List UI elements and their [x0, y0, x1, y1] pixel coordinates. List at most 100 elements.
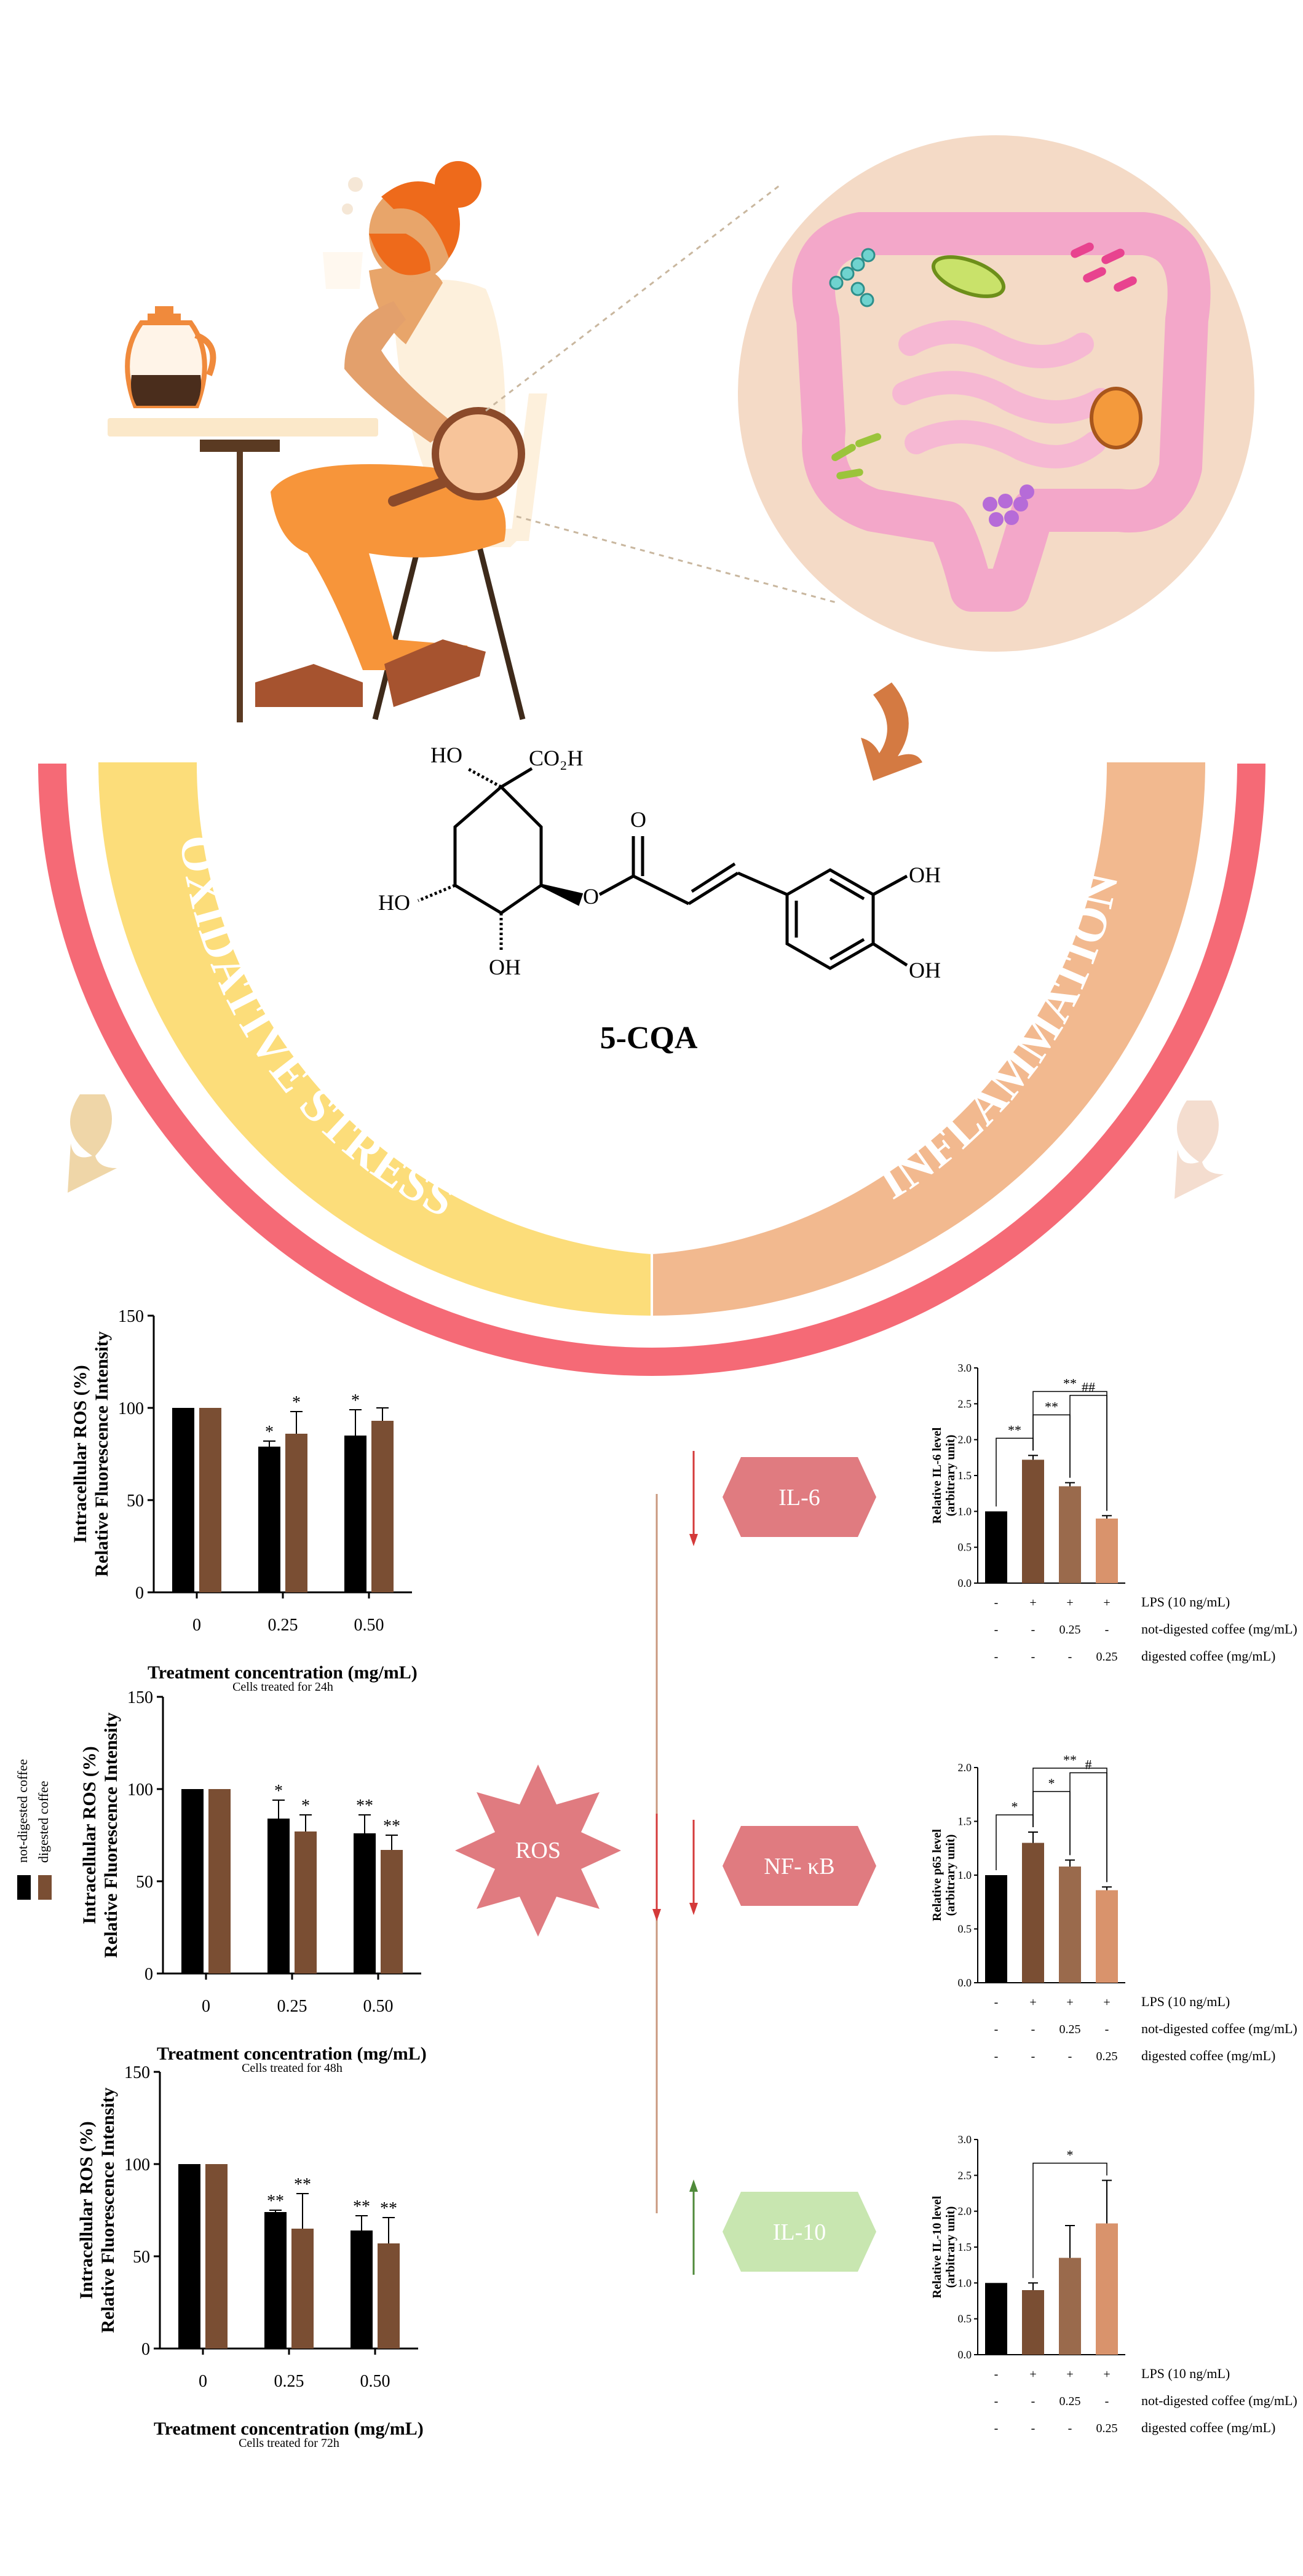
marker-il6: IL-6 — [689, 1451, 876, 1546]
y-tick-label: 150 — [118, 1307, 144, 1326]
inflammation-band — [652, 762, 1205, 1316]
condition-value: - — [1105, 2395, 1109, 2408]
bar — [985, 2283, 1007, 2355]
y-axis-label: Relative p65 level — [930, 1829, 944, 1921]
condition-label: digested coffee (mg/mL) — [1141, 2048, 1275, 2063]
significance-label: * — [274, 1782, 283, 1801]
table-leg — [237, 452, 243, 722]
condition-value: 0.25 — [1096, 2050, 1118, 2063]
atom-label: OH — [909, 863, 941, 887]
significance-label: ## — [1082, 1380, 1095, 1395]
y-tick-label: 1.0 — [958, 1505, 972, 1517]
y-axis-label: Intracellular ROS (%) — [79, 1746, 100, 1924]
marker-il10: IL-10 — [689, 2179, 876, 2275]
y-tick-label: 0 — [145, 1965, 153, 1984]
hair-bun — [435, 161, 481, 208]
significance-label: ** — [383, 1817, 400, 1836]
y-tick-label: 0.0 — [958, 1577, 972, 1589]
condition-label: LPS (10 ng/mL) — [1141, 2366, 1230, 2381]
table-top — [108, 418, 378, 437]
x-axis-label: Treatment concentration (mg/mL) — [157, 2044, 427, 2064]
y-tick-label: 100 — [118, 1399, 144, 1418]
legend-label: not-digested coffee — [15, 1759, 30, 1863]
condition-label: LPS (10 ng/mL) — [1141, 1994, 1230, 2009]
y-tick-label: 150 — [124, 2063, 150, 2082]
condition-value: - — [1031, 2050, 1036, 2063]
condition-value: 0.25 — [1096, 2422, 1118, 2435]
molecule-name: 5-CQA — [600, 1021, 698, 1056]
condition-value: 0.25 — [1059, 1623, 1081, 1637]
condition-value: - — [1031, 2422, 1036, 2435]
arc-band — [35, 761, 1269, 1378]
y-tick-label: 2.0 — [958, 2205, 972, 2218]
marker-label: NF- κB — [764, 1854, 834, 1879]
pants — [271, 464, 506, 670]
beard — [369, 234, 430, 275]
legend: not-digested coffee digested coffee — [15, 1759, 52, 1900]
y-axis-label: (arbitrary unit) — [944, 2207, 957, 2288]
condition-label: not-digested coffee (mg/mL) — [1141, 2393, 1297, 2408]
bar — [258, 1447, 280, 1592]
bar — [208, 1789, 231, 1973]
chair-back — [510, 393, 547, 541]
condition-label: not-digested coffee (mg/mL) — [1141, 1621, 1297, 1637]
chair-leg — [372, 546, 421, 721]
bar — [199, 1408, 221, 1592]
x-axis-label: Treatment concentration (mg/mL) — [154, 2419, 424, 2439]
atom-label: HO — [430, 743, 462, 767]
x-tick-label: 0 — [199, 2372, 207, 2391]
atom-label: HO — [378, 890, 410, 915]
y-tick-label: 1.0 — [958, 2277, 972, 2289]
x-tick-label: 0 — [202, 1997, 210, 2016]
coffee-pot-icon — [125, 306, 216, 408]
atom-label: CO₂H — [529, 746, 584, 770]
shoe-icon — [384, 639, 486, 707]
y-tick-label: 0 — [135, 1584, 144, 1603]
legend-swatch — [17, 1875, 31, 1900]
condition-label: LPS (10 ng/mL) — [1141, 1594, 1230, 1610]
x-tick-label: 0 — [192, 1616, 201, 1635]
y-tick-label: 3.0 — [958, 1362, 972, 1374]
significance-label: * — [351, 1391, 360, 1410]
condition-value: - — [1105, 2023, 1109, 2036]
bar — [1022, 2290, 1044, 2355]
y-axis-label: Relative IL-6 level — [930, 1427, 944, 1523]
treatment-time-note: Cells treated for 48h — [242, 2061, 343, 2075]
condition-value: - — [994, 2422, 999, 2435]
bar — [172, 1408, 194, 1592]
condition-value: - — [994, 1996, 999, 2009]
ros-down-arrow — [652, 1814, 661, 1921]
bar — [264, 2212, 287, 2349]
significance-label: * — [1048, 1776, 1055, 1791]
bar — [1096, 2223, 1118, 2355]
down-curved-arrow-icon — [1174, 1100, 1224, 1199]
treatment-time-note: Cells treated for 24h — [232, 1680, 333, 1694]
small-intestine — [892, 320, 1112, 468]
coffee-drinker-illustration — [108, 161, 837, 722]
bacteria-icon — [1090, 387, 1143, 449]
y-tick-label: 1.5 — [958, 1815, 972, 1828]
bar — [1059, 2258, 1081, 2355]
y-tick-label: 0.5 — [958, 2313, 972, 2325]
bar — [1059, 1867, 1081, 1983]
bar — [378, 2243, 400, 2349]
condition-value: - — [994, 1596, 999, 1610]
y-tick-label: 150 — [127, 1688, 153, 1707]
significance-label: ** — [267, 2192, 284, 2211]
bacteria-icon — [931, 255, 1006, 298]
condition-value: - — [994, 1650, 999, 1664]
y-tick-label: 2.0 — [958, 1434, 972, 1446]
significance-bracket — [1032, 2162, 1107, 2278]
y-tick-label: 3.0 — [958, 2133, 972, 2146]
bar — [291, 2229, 314, 2349]
molecule-atom-labels: HO CO₂H HO OH O O OH OH — [378, 743, 941, 982]
gut-zoom-illustration — [738, 135, 1254, 652]
bar — [354, 1833, 376, 1973]
significance-bracket — [1069, 1394, 1107, 1511]
y-tick-label: 1.0 — [958, 1869, 972, 1881]
y-tick-label: 0.5 — [958, 1923, 972, 1935]
condition-value: + — [1066, 1596, 1073, 1610]
shoe-icon — [255, 664, 363, 707]
y-axis-label: (arbitrary unit) — [944, 1835, 957, 1916]
zoom-line — [516, 515, 837, 604]
